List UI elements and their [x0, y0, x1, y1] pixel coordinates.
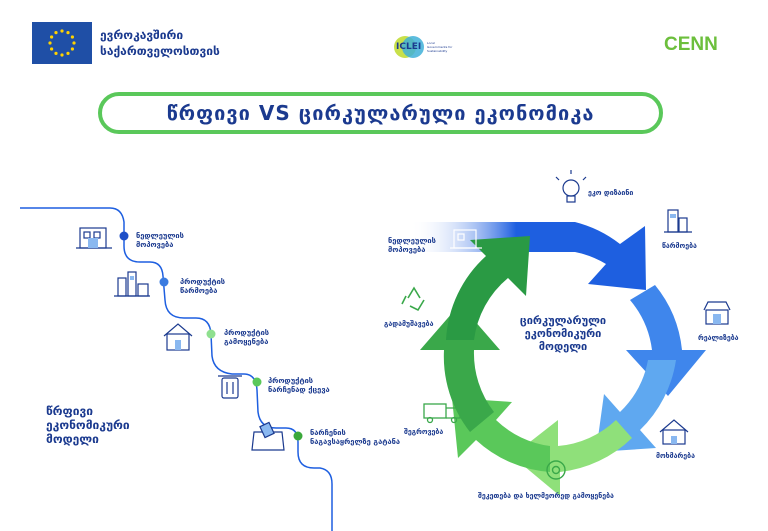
circular-raw-label: ნედლეულის მოპოვება — [388, 236, 436, 254]
raw-material-icon — [450, 229, 482, 249]
circular-raw-line1: ნედლეულის — [388, 236, 436, 245]
cycle-segment-recycling — [446, 236, 530, 340]
use-label: მოხმარება — [656, 452, 695, 460]
factory-materials-icon — [76, 227, 112, 249]
linear-step-3-line2: გამოყენება — [224, 337, 269, 346]
circular-model-title: ცირკულარული ეკონომიკური მოდელი — [498, 314, 628, 353]
iclei-logo-text: ICLEI — [396, 42, 422, 52]
eu-stars-icon — [48, 29, 76, 57]
lightbulb-icon — [555, 170, 587, 203]
collection-truck-icon — [423, 403, 461, 424]
circular-title-line1: ცირკულარული — [519, 314, 607, 327]
cycle-segment-use — [512, 420, 632, 496]
cycle-segment-production — [626, 285, 706, 396]
linear-title-line3: მოდელი — [46, 432, 99, 446]
linear-title-line1: წრფივი — [46, 404, 94, 418]
iclei-logo-sub: Local Governments for Sustainability — [427, 41, 453, 53]
recycle-icon — [401, 286, 425, 312]
eu-flag-logo — [32, 22, 92, 64]
linear-step-dot-5 — [293, 431, 303, 441]
linear-model-title: წრფივი ეკონომიკური მოდელი — [46, 404, 130, 446]
linear-title-line2: ეკონომიკური — [46, 418, 130, 432]
eu-text-line2: საქართველოსთვის — [100, 44, 220, 58]
circular-title-line2: ეკონომიკური — [524, 327, 602, 340]
trash-can-icon — [218, 375, 242, 399]
iclei-logo: ICLEI Local Governments for Sustainabili… — [394, 36, 454, 60]
linear-step-2-line2: წარმოება — [180, 286, 218, 295]
linear-step-label-5: ნარჩენის ნაგავსაყრელზე გატანა — [310, 428, 400, 446]
linear-step-4-line2: ნარჩენად ქცევა — [268, 385, 330, 394]
repair-label: შეკეთება და ხელმეორედ გამოყენება — [478, 492, 614, 500]
repair-gear-icon — [546, 460, 566, 480]
circular-raw-line2: მოპოვება — [388, 245, 426, 254]
linear-step-5-line1: ნარჩენის — [310, 428, 346, 437]
factory-icon — [114, 271, 150, 297]
collection-label: შეგროვება — [404, 428, 444, 436]
production-factory-icon — [664, 209, 692, 233]
linear-step-dot-1 — [119, 231, 129, 241]
shop-icon — [703, 301, 731, 325]
linear-step-4-line1: პროდუქტის — [268, 376, 314, 385]
ecodesign-label: ეკო დიზაინი — [588, 189, 634, 197]
linear-step-2-line1: პროდუქტის — [180, 277, 226, 286]
cycle-segment-collection — [420, 304, 500, 432]
page-title: წრფივი VS ცირკულარული ეკონომიკა — [166, 101, 595, 125]
cenn-logo: CENN — [664, 34, 718, 55]
linear-step-1-line2: მოპოვება — [136, 240, 174, 249]
linear-step-dot-2 — [159, 277, 169, 287]
linear-step-label-3: პროდუქტის გამოყენება — [224, 328, 269, 346]
linear-step-5-line2: ნაგავსაყრელზე გატანა — [310, 437, 401, 446]
linear-step-label-2: პროდუქტის წარმოება — [180, 277, 225, 295]
eu-text-line1: ევროკავშირი — [100, 28, 184, 42]
eu-for-georgia-text: ევროკავშირი საქართველოსთვის — [100, 27, 220, 59]
circular-title-line3: მოდელი — [538, 340, 588, 353]
consumption-house-icon — [659, 419, 689, 445]
linear-step-dot-3 — [206, 329, 216, 339]
retail-label: რეალიზება — [698, 334, 739, 342]
linear-step-label-4: პროდუქტის ნარჩენად ქცევა — [268, 376, 330, 394]
linear-step-label-1: ნედლეულის მოპოვება — [136, 231, 184, 249]
linear-step-dot-4 — [252, 377, 262, 387]
title-pill: წრფივი VS ცირკულარული ეკონომიკა — [98, 92, 663, 134]
circular-cycle-ring — [410, 222, 706, 496]
linear-step-1-line1: ნედლეულის — [136, 231, 184, 240]
cycle-segment-raw — [410, 222, 646, 290]
linear-path-line — [20, 207, 333, 531]
production-label: წარმოება — [662, 242, 697, 250]
house-icon — [163, 323, 193, 351]
linear-step-3-line1: პროდუქტის — [224, 328, 270, 337]
recycling-label: გადამუშავება — [384, 320, 434, 328]
landfill-icon — [251, 421, 285, 451]
